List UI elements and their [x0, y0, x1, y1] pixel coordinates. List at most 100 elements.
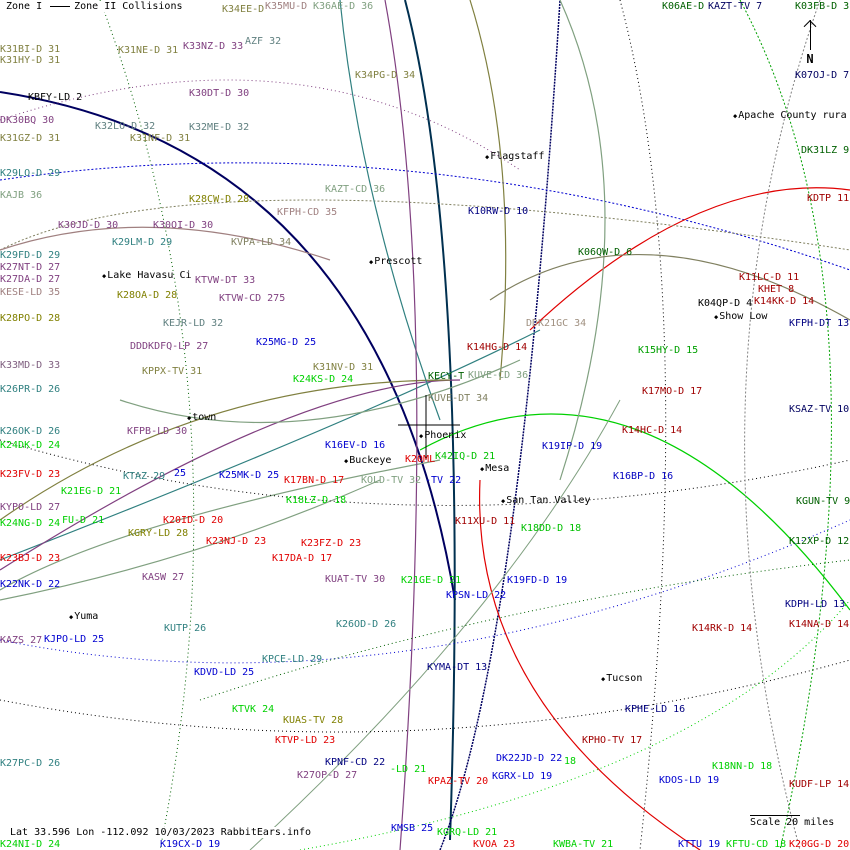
station-label[interactable]: K18DD-D 18	[521, 523, 582, 534]
station-label[interactable]: K23FZ-D 23	[301, 538, 362, 549]
station-label[interactable]: K28CW-D 28	[189, 194, 250, 205]
station-label[interactable]: K24KS-D 24	[293, 374, 354, 385]
station-label[interactable]: KGRQ-LD 21	[437, 827, 498, 838]
station-label[interactable]: K24NI-D 24	[0, 839, 61, 850]
station-label[interactable]: K25MG-D 25	[256, 337, 317, 348]
station-label[interactable]: K14KK-D 14	[754, 296, 815, 307]
station-label[interactable]: K07OJ-D 7	[795, 70, 850, 81]
station-label[interactable]: DK31LZ 9	[801, 145, 850, 156]
station-label[interactable]: K17DA-D 17	[272, 553, 333, 564]
station-label[interactable]: KYMA-DT 13	[427, 662, 488, 673]
station-label[interactable]: KAZS 27	[0, 635, 43, 646]
station-label[interactable]: DDDKDFQ-LP 27	[130, 341, 209, 352]
station-label[interactable]: K14HC-D 14	[622, 425, 683, 436]
station-label[interactable]: KPCE-LD 29	[262, 654, 323, 665]
station-label[interactable]: K31NF-D 31	[130, 133, 191, 144]
station-label[interactable]: K26OK-D 26	[0, 426, 61, 437]
station-label[interactable]: K16EV-D 16	[325, 440, 386, 451]
station-label[interactable]: KUVE-CD 36	[468, 370, 529, 381]
station-label[interactable]: KTVW-DT 33	[195, 275, 256, 286]
station-label[interactable]: K30JD-D 30	[58, 220, 119, 231]
station-label[interactable]: KEJR-LD 32	[163, 318, 224, 329]
station-label[interactable]: K31NV-D 31	[313, 362, 374, 373]
station-label[interactable]: K31HY-D 31	[0, 55, 61, 66]
station-label[interactable]: K19CX-D 19	[160, 839, 221, 850]
station-label[interactable]: KVPA-LD 34	[231, 237, 292, 248]
station-label[interactable]: DK22JD-D 22	[496, 753, 563, 764]
station-label[interactable]: K19IP-D 19	[542, 441, 603, 452]
station-label[interactable]: K14RK-D 14	[692, 623, 753, 634]
station-label[interactable]: KPSN-LD 22	[446, 590, 507, 601]
station-label[interactable]: KYPO-LD 27	[0, 502, 61, 513]
station-label[interactable]: KUVE-DT 34	[428, 393, 489, 404]
station-label[interactable]: K04QP-D 4	[698, 298, 753, 309]
station-label[interactable]: K29FD-D 29	[0, 250, 61, 261]
station-label[interactable]: KOLD-TV 32	[361, 475, 422, 486]
station-label[interactable]: K33NZ-D 33	[183, 41, 244, 52]
station-label[interactable]: K42IQ-D 21	[435, 451, 496, 462]
station-label[interactable]: K23NJ-D 23	[206, 536, 267, 547]
station-label[interactable]: K17MO-D 17	[642, 386, 703, 397]
station-label[interactable]: KUTP 26	[164, 623, 207, 634]
station-label[interactable]: KPHO-TV 17	[582, 735, 643, 746]
station-label[interactable]: KAZT-CD 36	[325, 184, 386, 195]
station-label[interactable]: K21EG-D 21	[61, 486, 122, 497]
station-label[interactable]: KDVD-LD 25	[194, 667, 255, 678]
station-label[interactable]: K20ML	[405, 454, 436, 465]
station-label[interactable]: K06AE-D	[662, 1, 705, 12]
station-label[interactable]: KMSB 25	[391, 823, 434, 834]
station-label[interactable]: K29LM-D 29	[112, 237, 173, 248]
station-label[interactable]: K17BN-D 17	[284, 475, 345, 486]
station-label[interactable]: K21GE-D 21	[401, 575, 462, 586]
station-label[interactable]: K32ME-D 32	[189, 122, 250, 133]
station-label[interactable]: KFPH-DT 13	[789, 318, 850, 329]
station-label[interactable]: K27PC-D 26	[0, 758, 61, 769]
station-label[interactable]: KFPB-LD 30	[127, 426, 188, 437]
station-label[interactable]: KTAZ 29	[123, 471, 166, 482]
station-label[interactable]: K16BP-D 16	[613, 471, 674, 482]
station-label[interactable]: K14HG-D 14	[467, 342, 528, 353]
station-label[interactable]: -TV 22	[425, 475, 462, 486]
station-label[interactable]: KESE-LD 35	[0, 287, 61, 298]
station-label[interactable]: KPHE-LD 16	[625, 704, 686, 715]
station-label[interactable]: K18LZ-D 18	[286, 495, 347, 506]
station-label[interactable]: -LD 21	[390, 764, 427, 775]
station-label[interactable]: DK30BQ 30	[0, 115, 55, 126]
station-label[interactable]: K11LC-D 11	[739, 272, 800, 283]
station-label[interactable]: KAJB 36	[0, 190, 43, 201]
station-label[interactable]: KDOS-LD 19	[659, 775, 720, 786]
station-label[interactable]: K10RW-D 10	[468, 206, 529, 217]
station-label[interactable]: KHET 8	[758, 284, 795, 295]
station-label[interactable]: K34PG-D 34	[355, 70, 416, 81]
station-label[interactable]: K18NN-D 18	[712, 761, 773, 772]
station-label[interactable]: KUAS-TV 28	[283, 715, 344, 726]
station-label[interactable]: KTTU 19	[678, 839, 721, 850]
station-label[interactable]: K31BI-D 31	[0, 44, 61, 55]
station-label[interactable]: K24DK-D 24	[0, 440, 61, 451]
station-label[interactable]: KDTP 11	[807, 193, 850, 204]
station-label[interactable]: KUAT-TV 30	[325, 574, 386, 585]
station-label[interactable]: KSAZ-TV 10	[789, 404, 850, 415]
station-label[interactable]: K27NT-D 27	[0, 262, 61, 273]
station-label[interactable]: K20ID-D 20	[163, 515, 224, 526]
station-label[interactable]: KWBA-TV 21	[553, 839, 614, 850]
station-label[interactable]: K24NG-D 24	[0, 518, 61, 529]
station-label[interactable]: K14NA-D 14	[789, 619, 850, 630]
station-label[interactable]: 25	[174, 468, 187, 479]
station-label[interactable]: K30DT-D 30	[189, 88, 250, 99]
station-label[interactable]: K32LO-D 32	[95, 121, 156, 132]
station-label[interactable]: K31GZ-D 31	[0, 133, 61, 144]
station-label[interactable]: K06QW-D 6	[578, 247, 633, 258]
station-label[interactable]: KGRX-LD 19	[492, 771, 553, 782]
station-label[interactable]: 18	[564, 756, 577, 767]
station-label[interactable]: KPPX-TV 31	[142, 366, 203, 377]
station-label[interactable]: K23BJ-D 23	[0, 553, 61, 564]
station-label[interactable]: KBFY-LD 2	[28, 92, 83, 103]
station-label[interactable]: K22NK-D 22	[0, 579, 61, 590]
station-label[interactable]: KFTU-CD 18	[726, 839, 787, 850]
station-label[interactable]: K27OP-D 27	[297, 770, 358, 781]
station-label[interactable]: K29LO-D 29	[0, 168, 61, 179]
station-label[interactable]: KJPO-LD 25	[44, 634, 105, 645]
station-label[interactable]: AZF 32	[245, 36, 282, 47]
